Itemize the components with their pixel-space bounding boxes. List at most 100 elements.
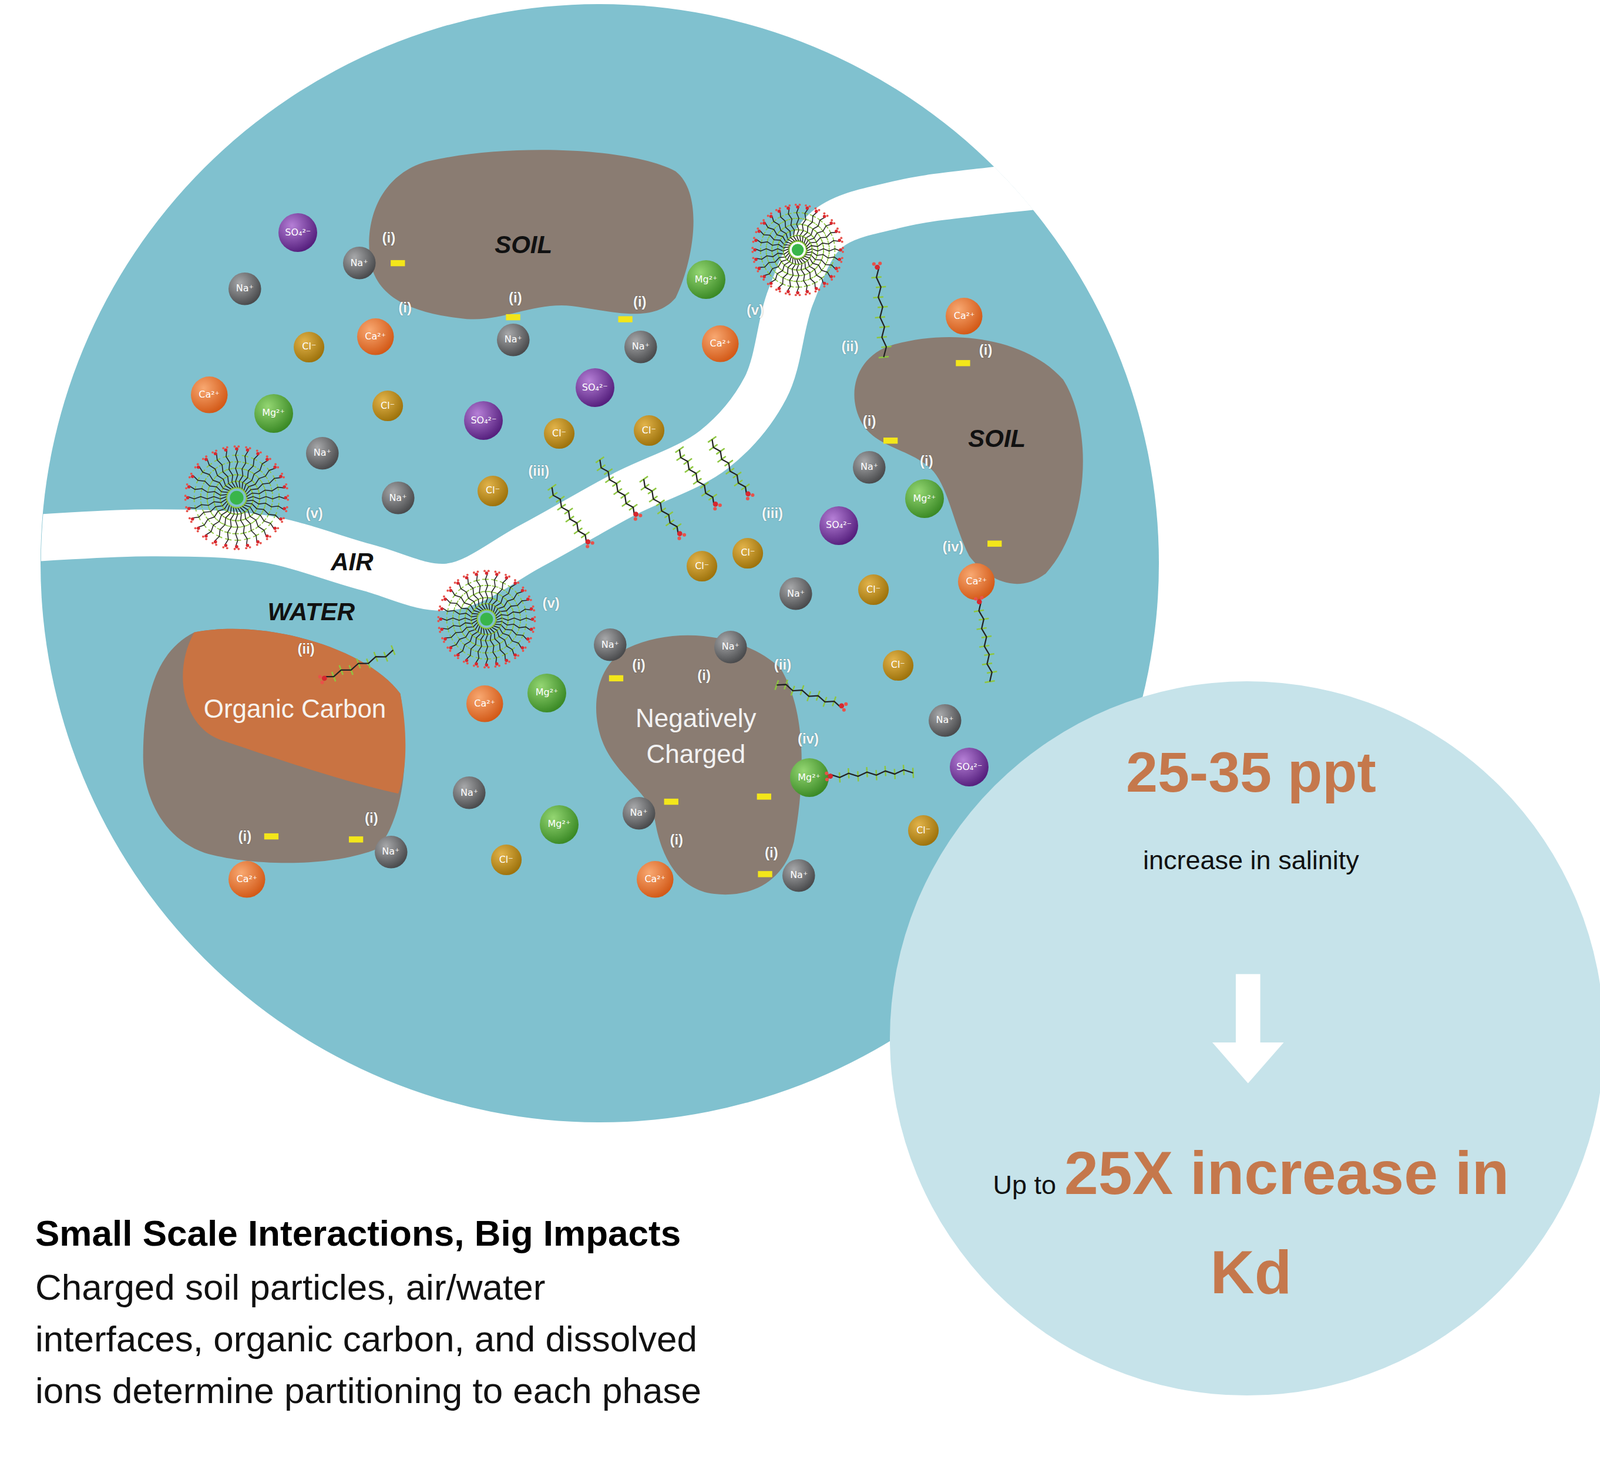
head-group (273, 526, 277, 531)
fluorine-tick (656, 499, 665, 506)
head-oxygen (286, 494, 289, 497)
head-oxygen (841, 246, 845, 250)
carbon-backbone (679, 449, 715, 506)
head-oxygen (269, 535, 272, 539)
ion-sphere (357, 318, 395, 356)
head-oxygen (438, 605, 442, 608)
fluorine-tick (263, 474, 268, 480)
fluorine-tick (556, 496, 565, 503)
carbon-backbone (239, 450, 249, 489)
fluorine-tick (788, 241, 792, 248)
fluorine-tick (261, 506, 265, 513)
fluorine-tick (875, 316, 886, 318)
fluorine-tick (817, 243, 819, 250)
head-group (837, 238, 842, 242)
callout-number: (iii) (528, 463, 550, 479)
fluorine-tick (226, 489, 230, 496)
ion-sphere (732, 538, 763, 569)
fluorine-tick (804, 284, 811, 287)
head-group (795, 291, 800, 295)
fluorine-tick (489, 597, 496, 600)
ion: Cl⁻ (882, 650, 914, 681)
carbon-backbone (830, 770, 914, 778)
head-oxygen (804, 293, 808, 296)
fluorine-tick (491, 637, 498, 641)
carbon-backbone (323, 650, 393, 677)
head-oxygen (184, 494, 187, 497)
fluorine-tick (500, 611, 502, 618)
head-oxygen (498, 664, 501, 667)
carbon-backbone (189, 485, 228, 496)
ion: Na⁺ (306, 437, 339, 470)
carbon-backbone (465, 626, 482, 660)
fluorine-tick (780, 233, 785, 240)
fluorine-tick (779, 282, 786, 286)
pfas-molecule (799, 207, 820, 245)
carbon-backbone (876, 267, 887, 358)
head-oxygen (280, 520, 284, 523)
fluorine-tick (780, 276, 786, 280)
head-oxygen (513, 579, 517, 582)
fluorine-tick (521, 632, 525, 639)
fluorine-tick (793, 234, 800, 237)
head-oxygen (804, 204, 808, 207)
fluorine-tick (817, 247, 819, 255)
fluorine-tick (814, 273, 820, 278)
head-group (187, 485, 191, 489)
carbon-backbone (495, 600, 529, 617)
fluorine-tick (792, 240, 799, 244)
fluorine-tick (499, 581, 506, 585)
fluorine-tick (772, 253, 774, 261)
carbon-backbone (235, 507, 238, 547)
head-oxygen (508, 660, 511, 664)
head-oxygen (190, 472, 193, 476)
fluorine-tick (236, 505, 243, 509)
fluorine-tick (564, 508, 573, 514)
carbon-backbone (444, 622, 478, 638)
fluorine-tick (811, 245, 813, 252)
head-group (513, 581, 517, 586)
fluorine-tick (807, 255, 812, 261)
fluorine-tick (782, 219, 789, 223)
fluorine-tick (267, 480, 271, 487)
fluorine-tick (810, 260, 815, 267)
negative-charge-mark (757, 871, 772, 877)
fluorine-tick (984, 653, 995, 656)
ion: Cl⁻ (491, 844, 522, 876)
fluorine-tick (259, 495, 261, 503)
ion-label: Ca²⁺ (474, 698, 496, 709)
fluorine-tick (876, 770, 877, 781)
fluorine-tick (784, 679, 788, 689)
head-group (234, 545, 239, 549)
head-group (485, 663, 489, 668)
pfas-molecule (239, 449, 262, 492)
head-oxygen (532, 630, 535, 634)
head-oxygen (753, 236, 756, 240)
fluorine-tick (807, 277, 814, 281)
head-oxygen (442, 595, 446, 598)
head-oxygen (814, 207, 818, 210)
fluorine-tick (903, 764, 904, 775)
carbon-backbone (243, 504, 275, 530)
head-oxygen (472, 571, 476, 574)
pfas-molecule (454, 579, 485, 614)
fluorine-tick (825, 234, 829, 241)
head-oxygen (839, 236, 843, 240)
head-oxygen (767, 214, 770, 218)
carbon-backbone (188, 498, 227, 509)
head-oxygen (274, 463, 277, 466)
fluorine-tick (232, 487, 240, 489)
head-group (677, 530, 683, 537)
fluorine-tick (234, 487, 241, 489)
particle-outline (368, 150, 694, 320)
fluorine-tick (267, 468, 272, 474)
fluorine-tick (480, 627, 487, 629)
pfas-molecule (236, 505, 262, 547)
fluorine-tick (700, 482, 709, 489)
pfas-molecule (239, 503, 271, 540)
fluorine-tick (791, 257, 799, 259)
pfas-molecule (222, 506, 238, 550)
fluorine-tick (224, 509, 231, 514)
fluorine-tick (664, 512, 673, 519)
fluorine-tick (982, 663, 993, 665)
